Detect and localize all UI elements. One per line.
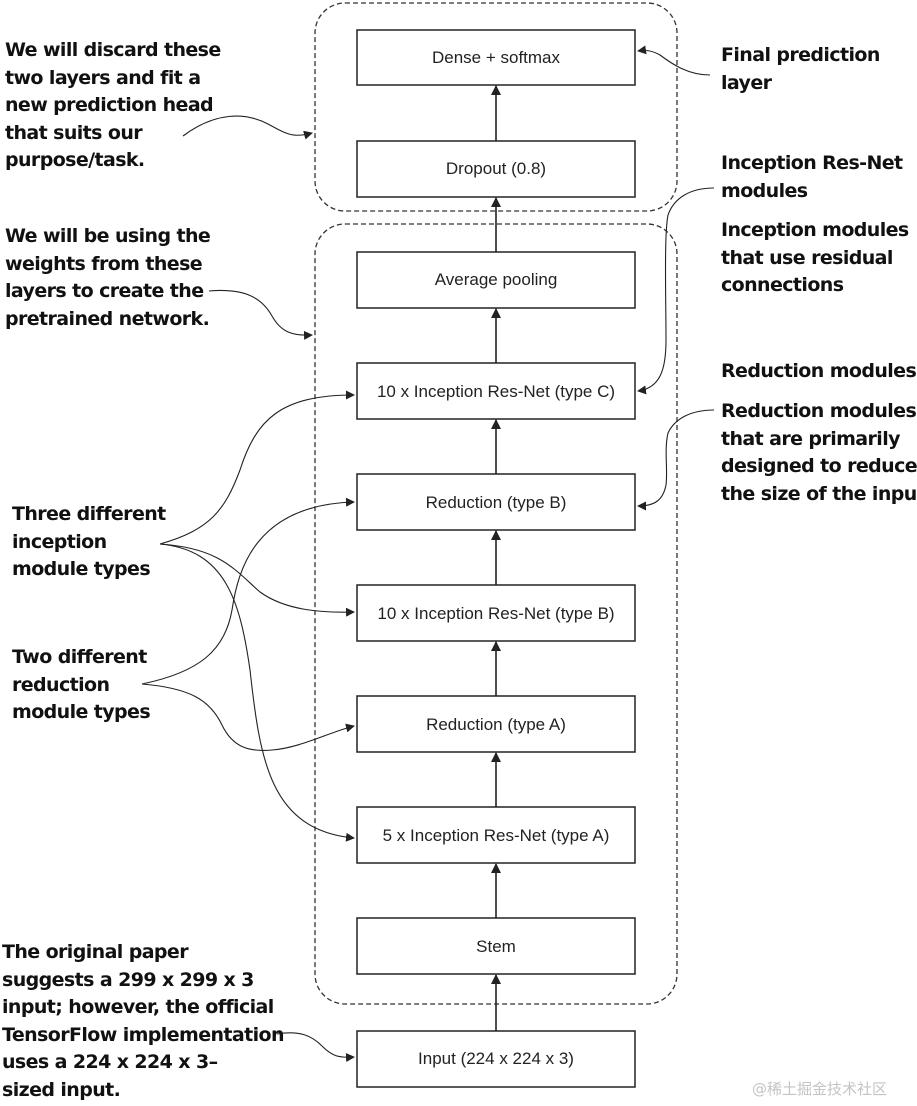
annotation-input-note: The original paper suggests a 299 x 299 … xyxy=(2,941,285,1101)
annotation-inception-types: Three different inception module types xyxy=(12,503,166,580)
layer-box-avgpool: Average pooling xyxy=(356,251,636,309)
layer-label-stem: Stem xyxy=(476,937,516,956)
layer-box-reduction-b: Reduction (type B) xyxy=(356,473,636,531)
layer-label-inception-a: 5 x Inception Res-Net (type A) xyxy=(383,826,610,845)
annotation-reduction-title: Reduction modules xyxy=(721,360,917,382)
annotation-reduction-desc: Reduction modules that are primarily des… xyxy=(721,400,917,505)
layer-box-inception-b: 10 x Inception Res-Net (type B) xyxy=(356,584,636,642)
layer-label-inception-b: 10 x Inception Res-Net (type B) xyxy=(377,604,614,623)
annotation-discard: We will discard these two layers and fit… xyxy=(5,39,221,171)
annotation-inception-resnet-title: Inception Res-Net modules xyxy=(721,152,903,202)
layer-label-reduction-a: Reduction (type A) xyxy=(426,715,566,734)
layer-box-inception-a: 5 x Inception Res-Net (type A) xyxy=(356,806,636,864)
layer-box-reduction-a: Reduction (type A) xyxy=(356,695,636,753)
layer-label-inception-c: 10 x Inception Res-Net (type C) xyxy=(377,382,615,401)
annotation-connectors xyxy=(141,45,715,1062)
annotation-inception-resnet-desc: Inception modules that use residual conn… xyxy=(721,219,909,296)
layer-box-dense: Dense + softmax xyxy=(356,29,636,86)
annotation-reduction-types: Two different reduction module types xyxy=(12,646,151,723)
layer-label-avgpool: Average pooling xyxy=(435,270,558,289)
layer-label-dense: Dense + softmax xyxy=(432,48,561,67)
layer-box-dropout: Dropout (0.8) xyxy=(356,140,636,198)
layer-label-input: Input (224 x 224 x 3) xyxy=(418,1049,574,1068)
layer-box-input: Input (224 x 224 x 3) xyxy=(356,1030,636,1088)
layer-box-inception-c: 10 x Inception Res-Net (type C) xyxy=(356,362,636,420)
annotation-pretrained: We will be using the weights from these … xyxy=(5,225,211,330)
annotation-final-layer: Final prediction layer xyxy=(721,44,880,94)
layer-label-dropout: Dropout (0.8) xyxy=(446,159,546,178)
watermark: @稀土掘金技术社区 xyxy=(752,1080,888,1098)
layer-label-reduction-b: Reduction (type B) xyxy=(426,493,567,512)
layer-box-stem: Stem xyxy=(356,917,636,975)
